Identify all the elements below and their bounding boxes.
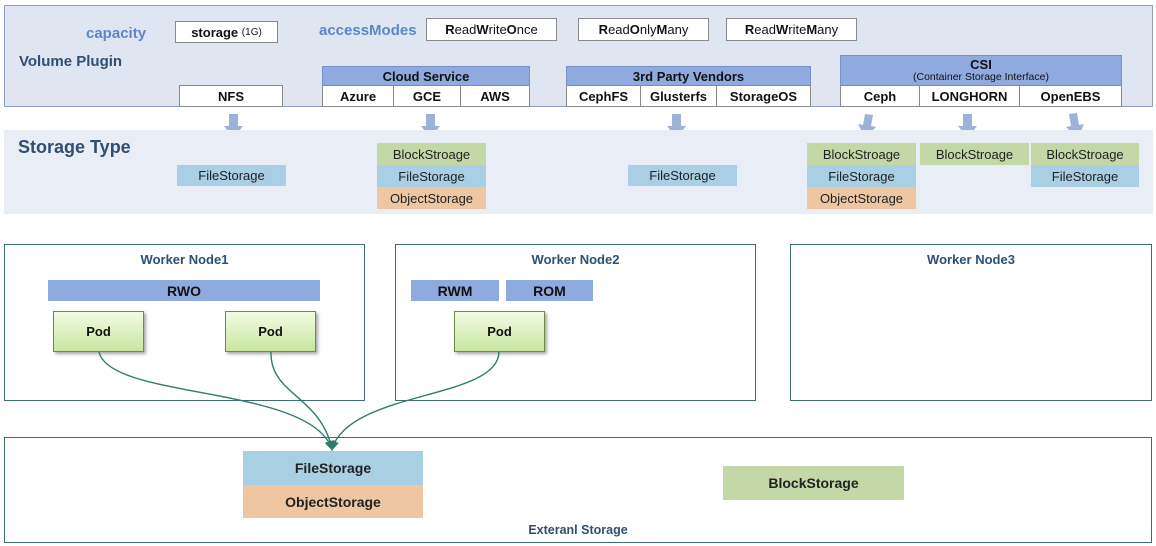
access-mode-text: nly [639, 22, 657, 37]
cloud-file-storage: FileStorage [377, 165, 486, 187]
pod-node1-a: Pod [53, 311, 144, 352]
capacity-label: capacity [86, 25, 147, 42]
plugin-aws: AWS [460, 85, 530, 107]
access-mode-letter: W [775, 22, 789, 37]
pod-node1-b: Pod [225, 311, 316, 352]
access-mode-text: ead [454, 22, 477, 37]
access-mode-letter: W [476, 22, 489, 37]
external-storage-box [4, 437, 1152, 543]
access-mode-letter: R [744, 22, 755, 37]
capacity-value: storage [191, 24, 239, 40]
cloud-block-storage: BlockStroage [377, 143, 486, 165]
openebs-file-storage: FileStorage [1031, 165, 1139, 187]
access-mode-text: ead [608, 22, 630, 37]
storage-type-label: Storage Type [18, 137, 131, 157]
down-arrows [224, 113, 1084, 138]
access-mode-text: nce [516, 22, 538, 37]
ceph-block-storage: BlockStroage [807, 143, 916, 165]
vendor-file-storage: FileStorage [628, 165, 737, 186]
external-block-storage: BlockStorage [723, 466, 904, 500]
access-mode-letter: O [506, 22, 517, 37]
mode-rom: ROM [506, 280, 593, 301]
longhorn-block-storage: BlockStroage [920, 143, 1029, 165]
csi-title: CSI [970, 57, 992, 73]
cloud-object-storage: ObjectStorage [377, 187, 486, 209]
ceph-file-storage: FileStorage [807, 165, 916, 187]
access-mode-text: any [817, 22, 839, 37]
access-modes-label: accessModes [319, 22, 417, 39]
access-mode-text: rite [488, 22, 507, 37]
vendors-header: 3rd Party Vendors [566, 66, 811, 86]
plugin-cephfs: CephFS [566, 85, 641, 107]
access-mode-letter: O [629, 22, 640, 37]
plugin-openebs: OpenEBS [1019, 85, 1122, 107]
access-mode-letter: M [656, 22, 668, 37]
volume-plugin-label: Volume Plugin [19, 53, 123, 70]
external-object-storage: ObjectStorage [243, 485, 423, 518]
cloud-service-header: Cloud Service [322, 66, 530, 86]
mode-rwm: RWM [411, 280, 499, 301]
worker-node-3 [790, 244, 1152, 401]
worker-node-2 [395, 244, 756, 401]
mode-rwo: RWO [48, 280, 320, 301]
access-mode-letter: R [598, 22, 609, 37]
access-mode-letter: M [806, 22, 818, 37]
plugin-longhorn: LONGHORN [919, 85, 1020, 107]
worker-node-2-title: Worker Node2 [531, 252, 620, 267]
access-mode-letter: R [445, 22, 455, 37]
access-mode-text: rite [788, 22, 807, 37]
worker-node-3-title: Worker Node3 [927, 252, 1015, 267]
plugin-glusterfs: Glusterfs [640, 85, 717, 107]
access-mode-text: any [667, 22, 689, 37]
access-mode-text: ead [754, 22, 776, 37]
capacity-value-box: storage (1G) [175, 21, 278, 43]
nfs-file-storage: FileStorage [177, 165, 286, 186]
ceph-object-storage: ObjectStorage [807, 187, 916, 209]
plugin-storageos: StorageOS [716, 85, 811, 107]
external-file-storage: FileStorage [243, 451, 423, 485]
capacity-unit: (1G) [241, 26, 262, 38]
plugin-ceph: Ceph [840, 85, 920, 107]
worker-node-1-title: Worker Node1 [140, 252, 229, 267]
external-storage-label: Exteranl Storage [528, 523, 628, 537]
pod-node2: Pod [454, 311, 545, 352]
csi-subtitle: (Container Storage Interface) [913, 70, 1049, 83]
plugin-azure: Azure [322, 85, 394, 107]
openebs-block-storage: BlockStroage [1031, 143, 1139, 165]
plugin-nfs: NFS [179, 85, 283, 107]
